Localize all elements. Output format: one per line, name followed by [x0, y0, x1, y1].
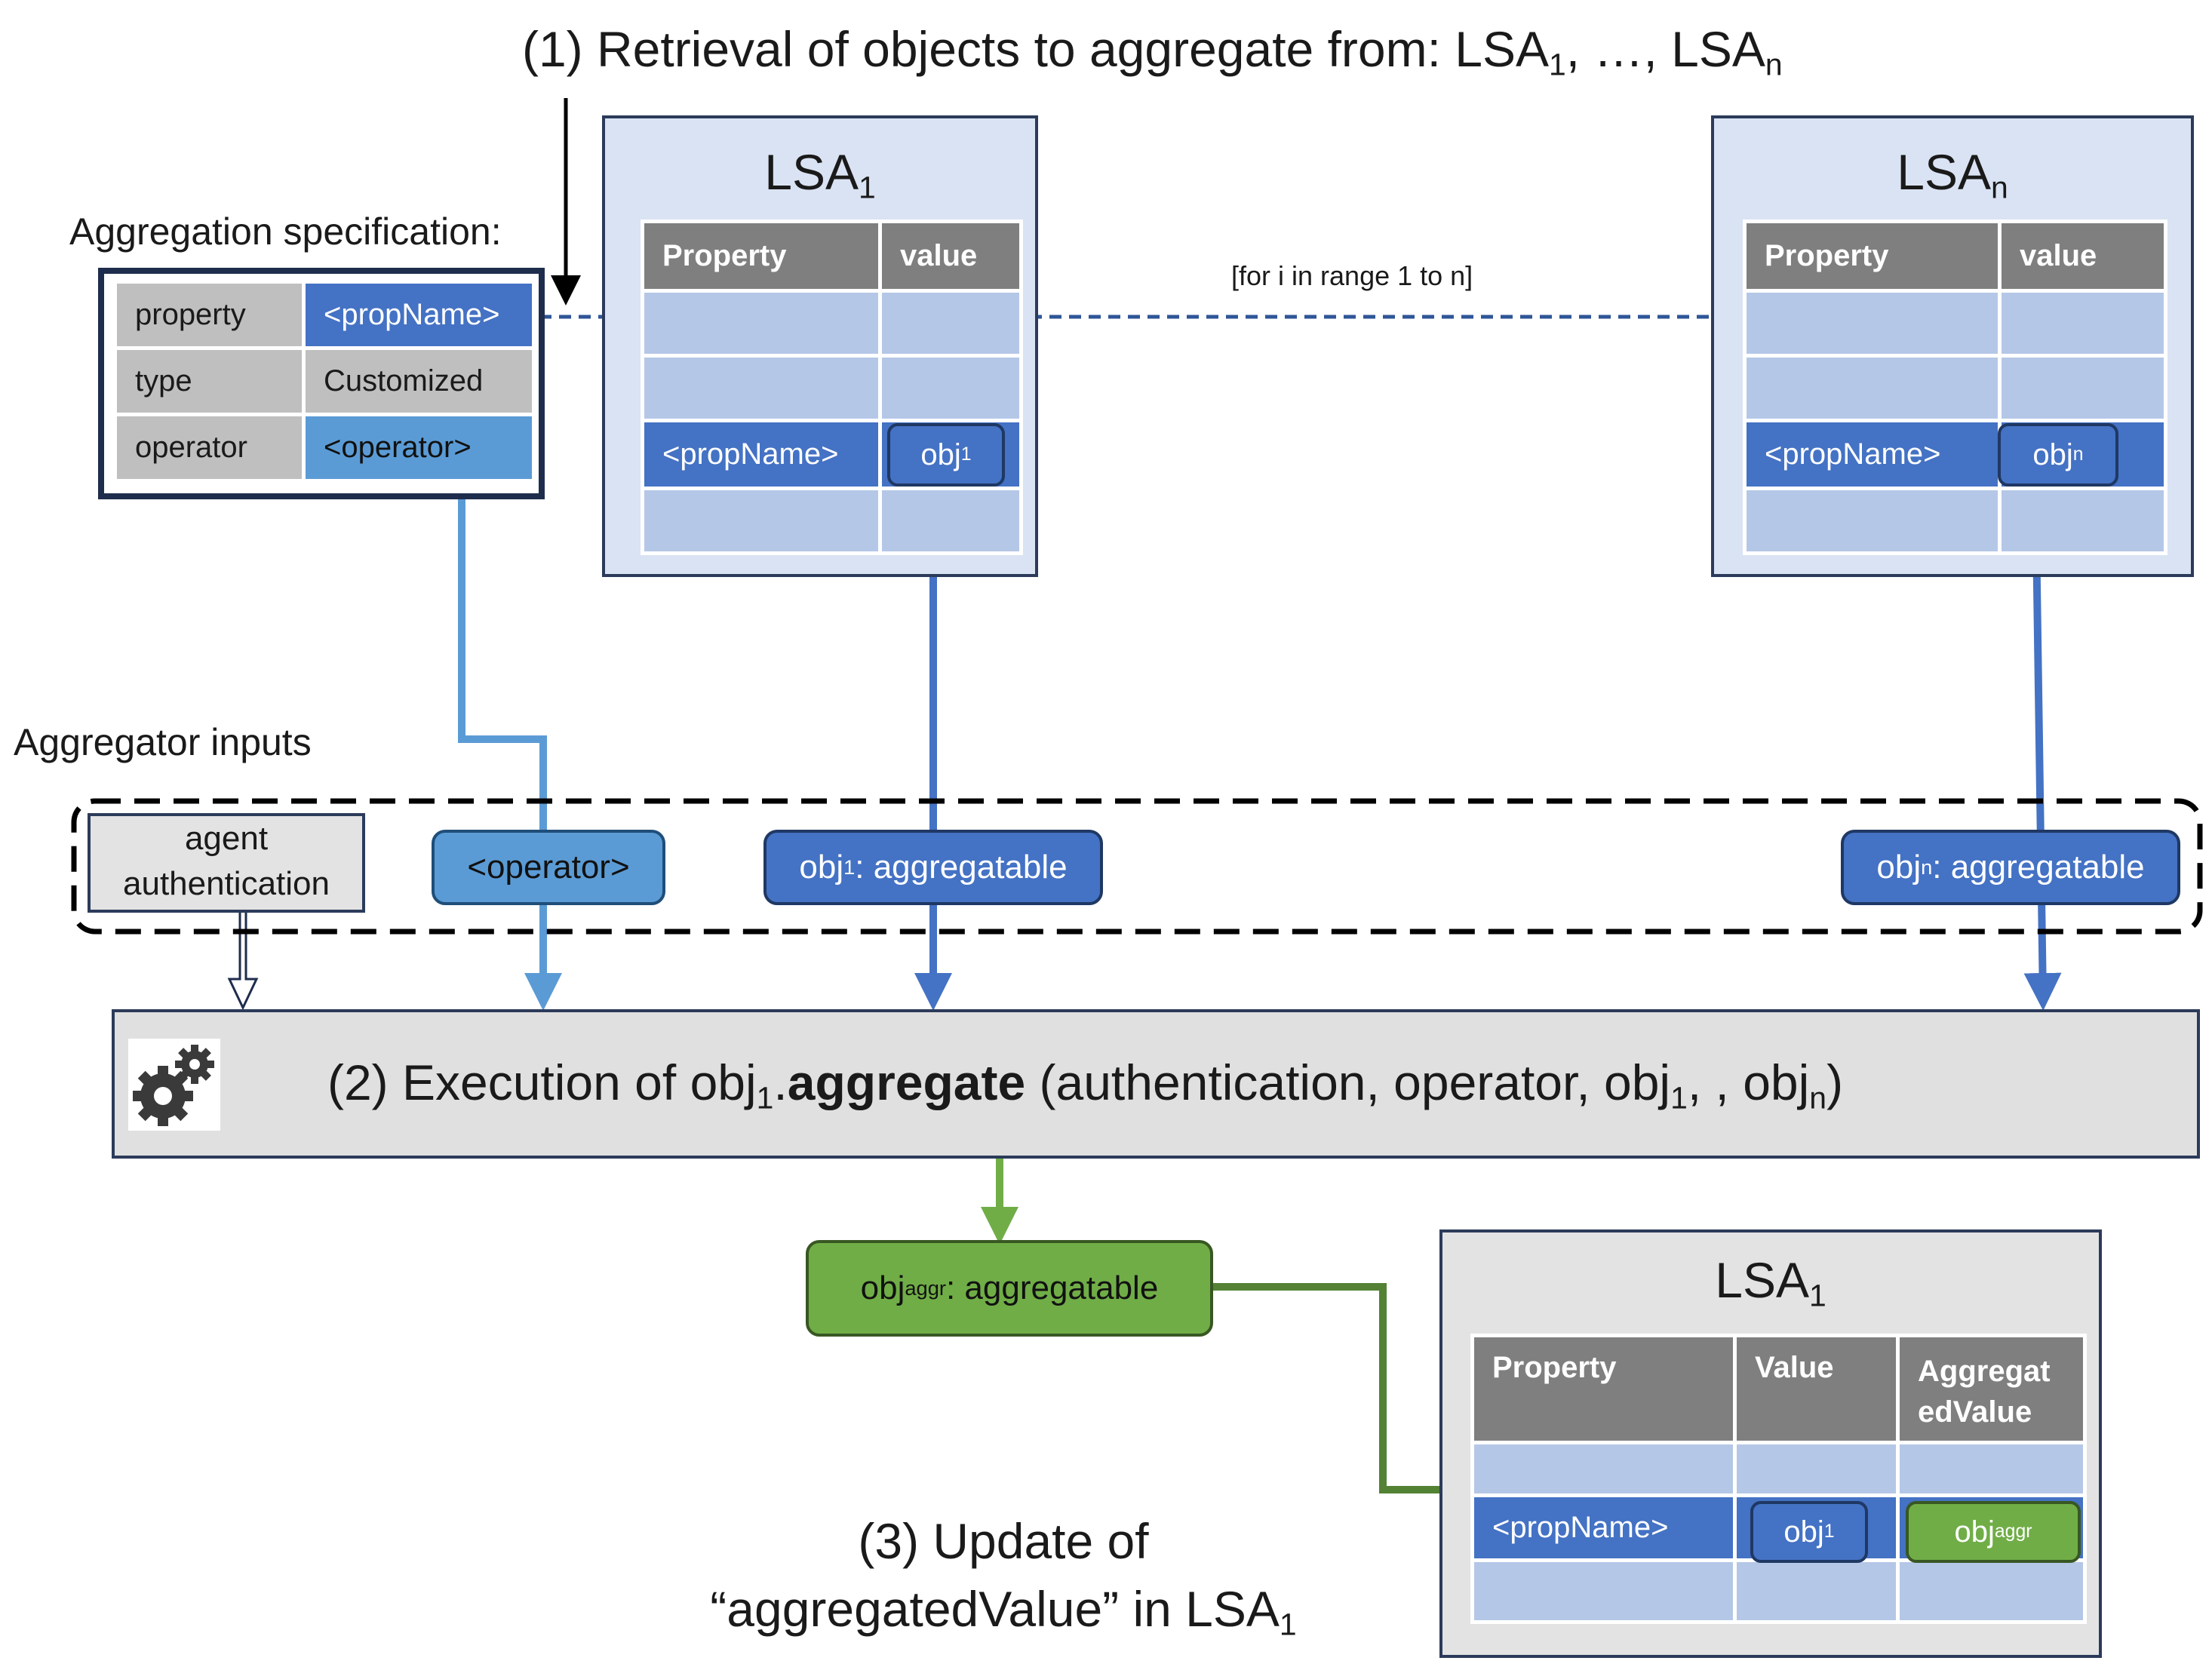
agent-auth-connector [227, 905, 259, 1011]
spec-value: <operator> [302, 413, 536, 483]
spec-value: <propName> [302, 280, 536, 350]
spec-title: Aggregation specification: [69, 210, 502, 253]
spec-row-type: type Customized [113, 346, 536, 416]
empty-cell [1998, 354, 2167, 422]
propname-cell: <propName> [1743, 419, 2002, 490]
spec-key: type [113, 346, 306, 416]
empty-cell [1743, 289, 2002, 358]
propname-cell: <propName> [641, 419, 882, 490]
lsa-first-title: LSA1 [764, 144, 876, 205]
operator-connector [458, 480, 562, 1011]
lsa-result-title: LSA1 [1715, 1252, 1826, 1313]
empty-cell [1733, 1441, 1900, 1497]
column-header: Property [1743, 219, 2002, 293]
column-header: Aggregat edValue [1896, 1334, 2087, 1444]
step1-title: (1) Retrieval of objects to aggregate fr… [522, 21, 1783, 82]
agent-label: agent [184, 820, 269, 857]
spec-key: operator [113, 413, 306, 483]
column-header: Value [1733, 1334, 1900, 1444]
gears-icon [128, 1039, 220, 1131]
empty-cell [1998, 487, 2167, 555]
step3-title: (3) Update of “aggregatedValue” in LSA1 [710, 1513, 1297, 1642]
lsa-last-title: LSAn [1897, 144, 2008, 205]
empty-cell [641, 354, 882, 422]
agent-authentication-box: agent authentication [88, 813, 365, 913]
column-header: Property [1470, 1334, 1737, 1444]
empty-cell [1743, 354, 2002, 422]
spec-row-operator: operator <operator> [113, 413, 536, 483]
loop-label: [for i in range 1 to n] [1231, 260, 1473, 291]
empty-cell [1896, 1558, 2087, 1624]
column-header: Property [641, 219, 882, 293]
empty-cell [1743, 487, 2002, 555]
operator-input-pill: <operator> [432, 830, 665, 905]
spec-row-property: property <propName> [113, 280, 536, 350]
empty-cell [1896, 1441, 2087, 1497]
inputs-title: Aggregator inputs [14, 721, 312, 763]
empty-cell [1998, 289, 2167, 358]
empty-cell [878, 487, 1023, 555]
empty-cell [878, 354, 1023, 422]
empty-cell [878, 289, 1023, 358]
empty-cell [1470, 1558, 1737, 1624]
column-header: value [1998, 219, 2167, 293]
empty-cell [641, 487, 882, 555]
execution-box: (2) Execution of obj1.aggregate (authent… [112, 1009, 2200, 1159]
propname-cell: <propName> [1470, 1493, 1737, 1562]
aggregator-inputs-boundary [71, 798, 2203, 935]
empty-cell [641, 289, 882, 358]
spec-value: Customized [302, 346, 536, 416]
column-header: value [878, 219, 1023, 293]
aggregation-spec-table: property <propName> type Customized oper… [98, 268, 545, 499]
lsa-result-box: LSA1 Property Value Aggregat edValue <pr… [1439, 1229, 2102, 1658]
authentication-label: authentication [123, 865, 330, 902]
empty-cell [1470, 1441, 1737, 1497]
spec-key: property [113, 280, 306, 350]
empty-cell [1733, 1558, 1900, 1624]
step2-title: (2) Execution of obj1.aggregate (authent… [327, 1054, 1844, 1116]
